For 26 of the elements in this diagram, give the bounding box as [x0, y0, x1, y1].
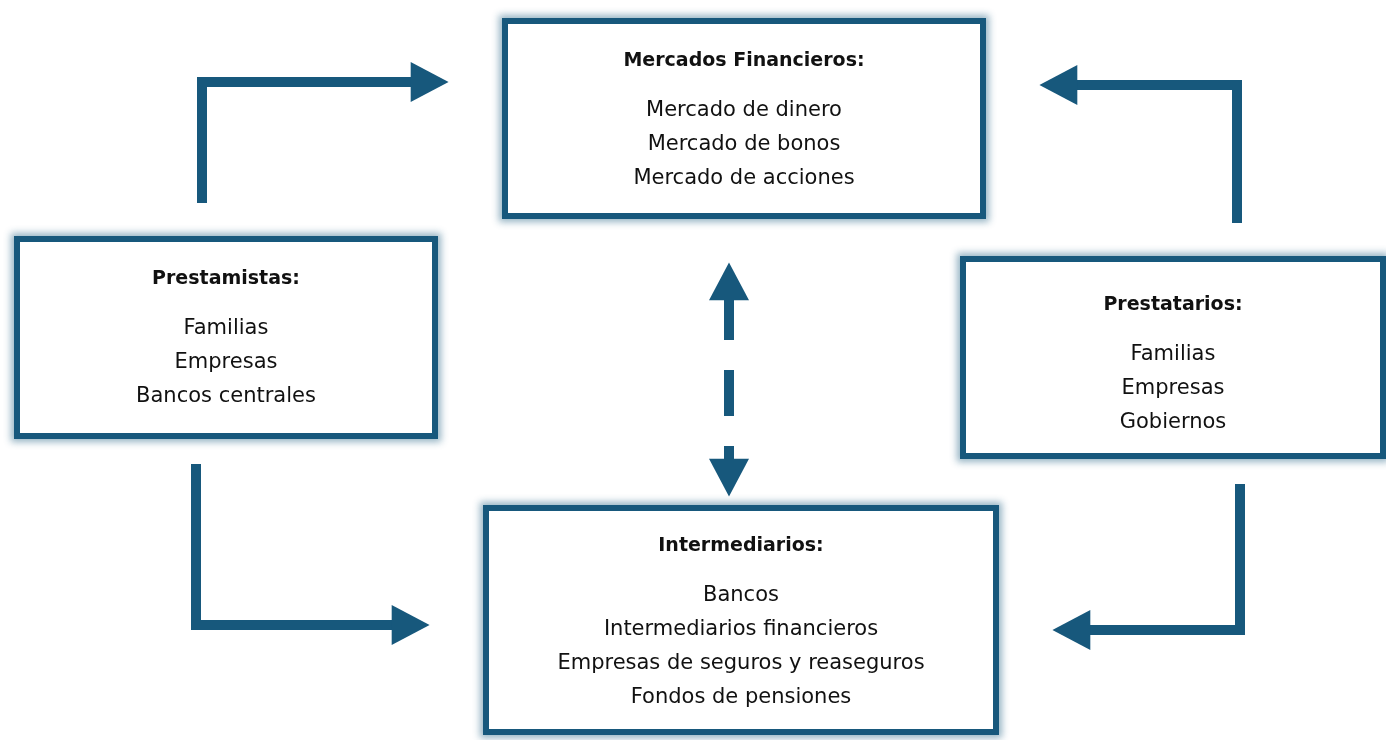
category-box — [502, 18, 986, 219]
list-item: Mercado de bonos — [647, 130, 841, 157]
category-box — [960, 256, 1386, 459]
list-item: Intermediarios financieros — [603, 615, 879, 642]
arrow — [709, 262, 749, 497]
list-item: Familias — [183, 314, 269, 341]
list-item: Bancos — [703, 581, 779, 608]
list-item: Empresas de seguros y reaseguros — [557, 649, 925, 676]
category-box — [14, 236, 438, 439]
box-heading: Mercados Financieros: — [623, 48, 865, 70]
list-item: Empresas — [1121, 374, 1225, 401]
arrow — [191, 464, 430, 645]
box-heading: Prestamistas: — [152, 266, 300, 288]
arrow — [1052, 484, 1245, 650]
list-item: Empresas — [174, 348, 278, 375]
arrow — [1039, 65, 1242, 223]
list-item: Fondos de pensiones — [630, 683, 852, 710]
arrow — [197, 62, 449, 203]
category-box — [483, 505, 999, 735]
list-item: Familias — [1130, 340, 1216, 367]
list-item: Bancos centrales — [136, 382, 316, 409]
box-heading: Prestatarios: — [1103, 292, 1243, 314]
list-item: Mercado de acciones — [633, 164, 855, 191]
box-heading: Intermediarios: — [658, 533, 824, 555]
list-item: Gobiernos — [1119, 408, 1227, 435]
list-item: Mercado de dinero — [646, 96, 842, 123]
